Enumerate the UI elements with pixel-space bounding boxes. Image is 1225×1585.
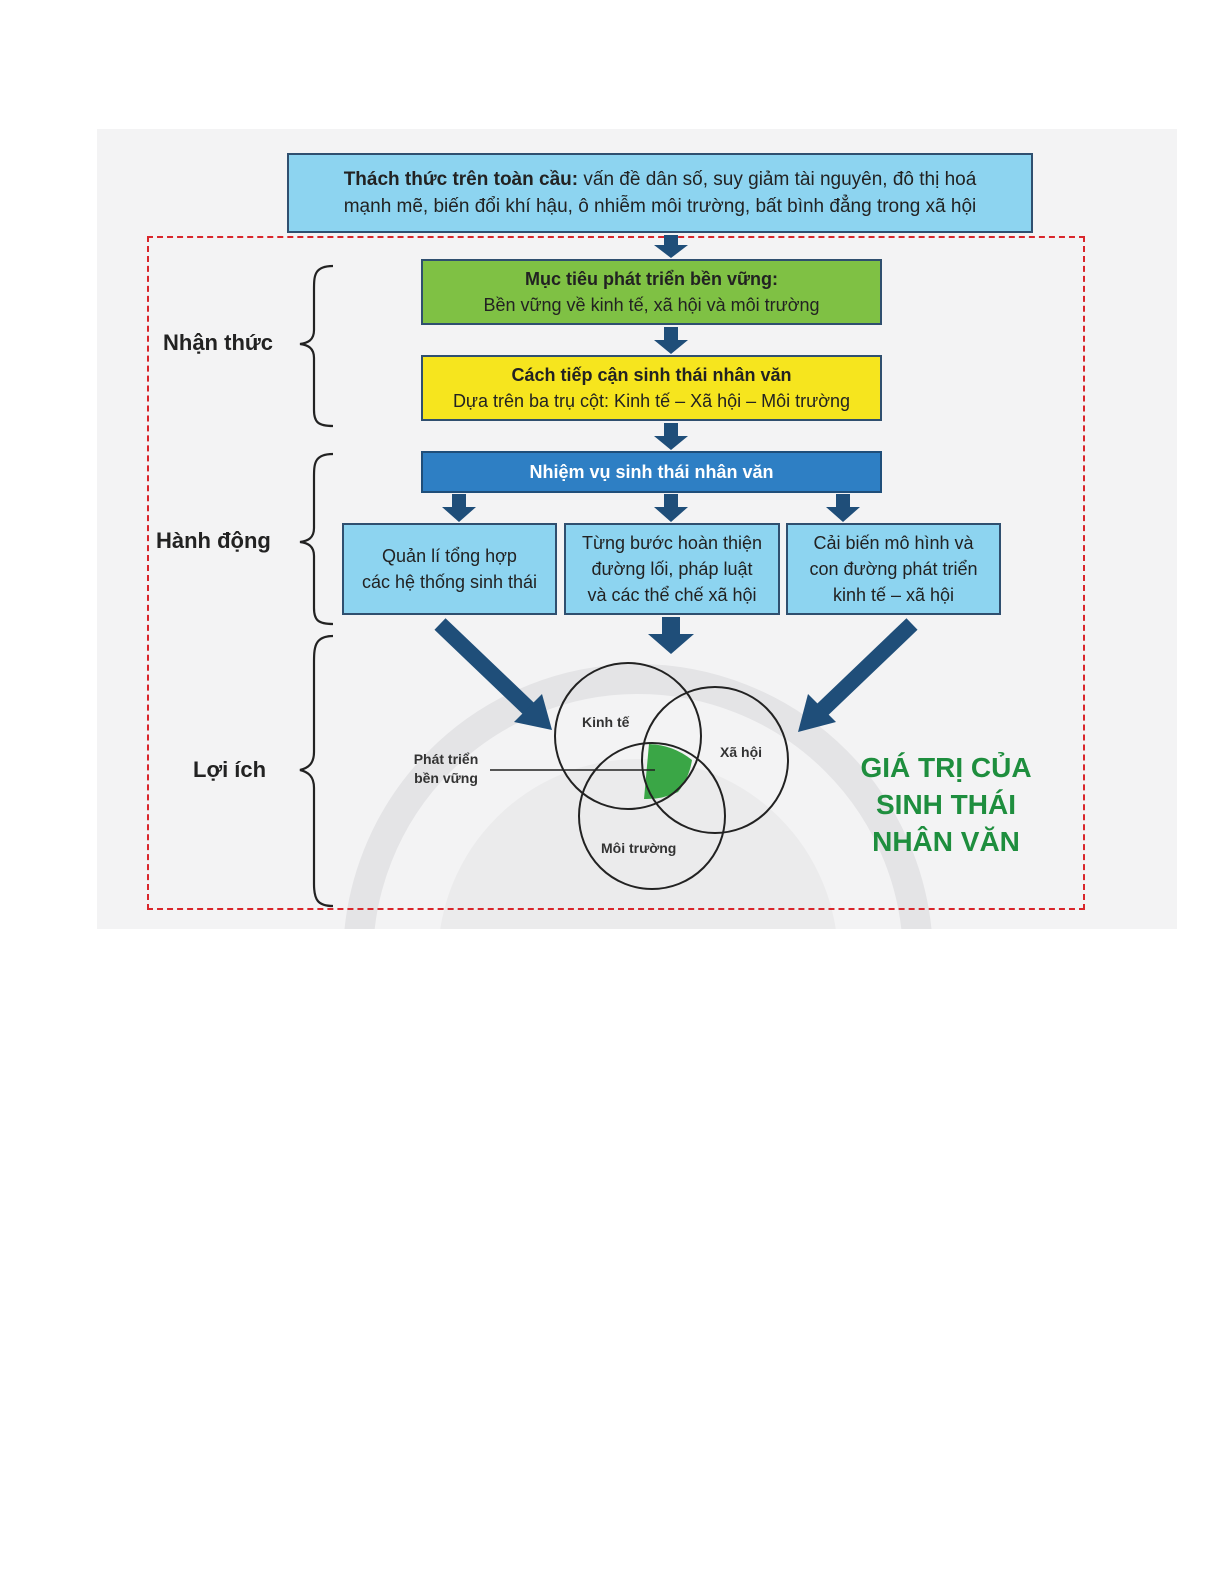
- action-box-2: Từng bước hoàn thiện đường lối, pháp luậ…: [564, 523, 780, 615]
- side-braces: [299, 264, 334, 908]
- arrow-task-to-action3: [826, 494, 860, 522]
- arrow-sdg-to-approach: [654, 327, 688, 354]
- sdg-title: Mục tiêu phát triển bền vững:: [524, 269, 779, 289]
- challenge-title: Thách thức trên toàn cầu:: [343, 169, 579, 190]
- label-benefit: Lợi ích: [193, 757, 267, 782]
- value-line3: NHÂN VĂN: [872, 826, 1020, 857]
- flow-arrows: [442, 235, 860, 654]
- sdg-box: Mục tiêu phát triển bền vững: Bền vững v…: [421, 259, 882, 325]
- task-box: Nhiệm vụ sinh thái nhân văn: [421, 451, 882, 493]
- action-2-line3: và các thể chế xã hội: [587, 585, 757, 605]
- brace-awareness: [299, 264, 334, 428]
- label-awareness: Nhận thức: [163, 330, 274, 355]
- task-title: Nhiệm vụ sinh thái nhân văn: [529, 461, 774, 482]
- challenge-box: Thách thức trên toàn cầu: vấn đề dân số,…: [287, 153, 1033, 233]
- brace-benefit: [299, 634, 334, 908]
- arrow-action1-head: [514, 694, 552, 730]
- arrow-challenge-to-sdg: [654, 235, 688, 258]
- watermark-emblem: [344, 664, 932, 929]
- arrow-action3-head: [798, 694, 836, 732]
- action-1-line2: các hệ thống sinh thái: [361, 572, 538, 592]
- arrow-action1-to-venn: [434, 618, 536, 716]
- value-line1: GIÁ TRỊ CỦA: [860, 752, 1032, 783]
- dashed-frame: [147, 236, 1085, 910]
- venn-label-sustainable: Phát triển bền vững: [404, 750, 488, 788]
- venn-label-economy: Kinh tế: [582, 714, 630, 730]
- approach-text: Dựa trên ba trụ cột: Kinh tế – Xã hội – …: [452, 391, 851, 411]
- arrow-action2-to-venn: [648, 617, 694, 654]
- challenge-line2: mạnh mẽ, biến đổi khí hậu, ô nhiễm môi t…: [343, 196, 977, 217]
- arrow-action3-to-venn: [814, 618, 918, 718]
- arrow-task-to-action2: [654, 494, 688, 522]
- venn-sustainable-line2: bền vững: [414, 770, 478, 786]
- challenge-line1: vấn đề dân số, suy giảm tài nguyên, đô t…: [578, 169, 977, 190]
- venn-label-environment: Môi trường: [601, 840, 677, 856]
- action-2-line1: Từng bước hoàn thiện: [581, 533, 762, 553]
- action-box-3: Cải biến mô hình và con đường phát triển…: [786, 523, 1001, 615]
- venn-circle-society: [641, 686, 789, 834]
- action-3-line2: con đường phát triển: [809, 559, 978, 579]
- action-3-line1: Cải biến mô hình và: [813, 533, 974, 553]
- label-action: Hành động: [156, 528, 271, 553]
- brace-action: [299, 452, 334, 626]
- action-2-line2: đường lối, pháp luật: [591, 559, 753, 579]
- venn-sustainable-line1: Phát triển: [413, 751, 479, 767]
- venn-diagram: [490, 662, 789, 890]
- approach-title: Cách tiếp cận sinh thái nhân văn: [511, 365, 792, 385]
- sdg-text: Bền vững về kinh tế, xã hội và môi trườn…: [483, 295, 820, 315]
- action-3-line3: kinh tế – xã hội: [832, 585, 955, 605]
- action-1-line1: Quản lí tổng hợp: [382, 546, 517, 566]
- arrow-approach-to-task: [654, 423, 688, 450]
- approach-box: Cách tiếp cận sinh thái nhân văn Dựa trê…: [421, 355, 882, 421]
- venn-label-society: Xã hội: [720, 744, 763, 760]
- venn-intersection: [644, 744, 692, 800]
- value-line2: SINH THÁI: [876, 789, 1016, 820]
- arrow-task-to-action1: [442, 494, 476, 522]
- action-box-1: Quản lí tổng hợp các hệ thống sinh thái: [342, 523, 557, 615]
- venn-circle-economy: [554, 662, 702, 810]
- venn-circle-environment: [578, 742, 726, 890]
